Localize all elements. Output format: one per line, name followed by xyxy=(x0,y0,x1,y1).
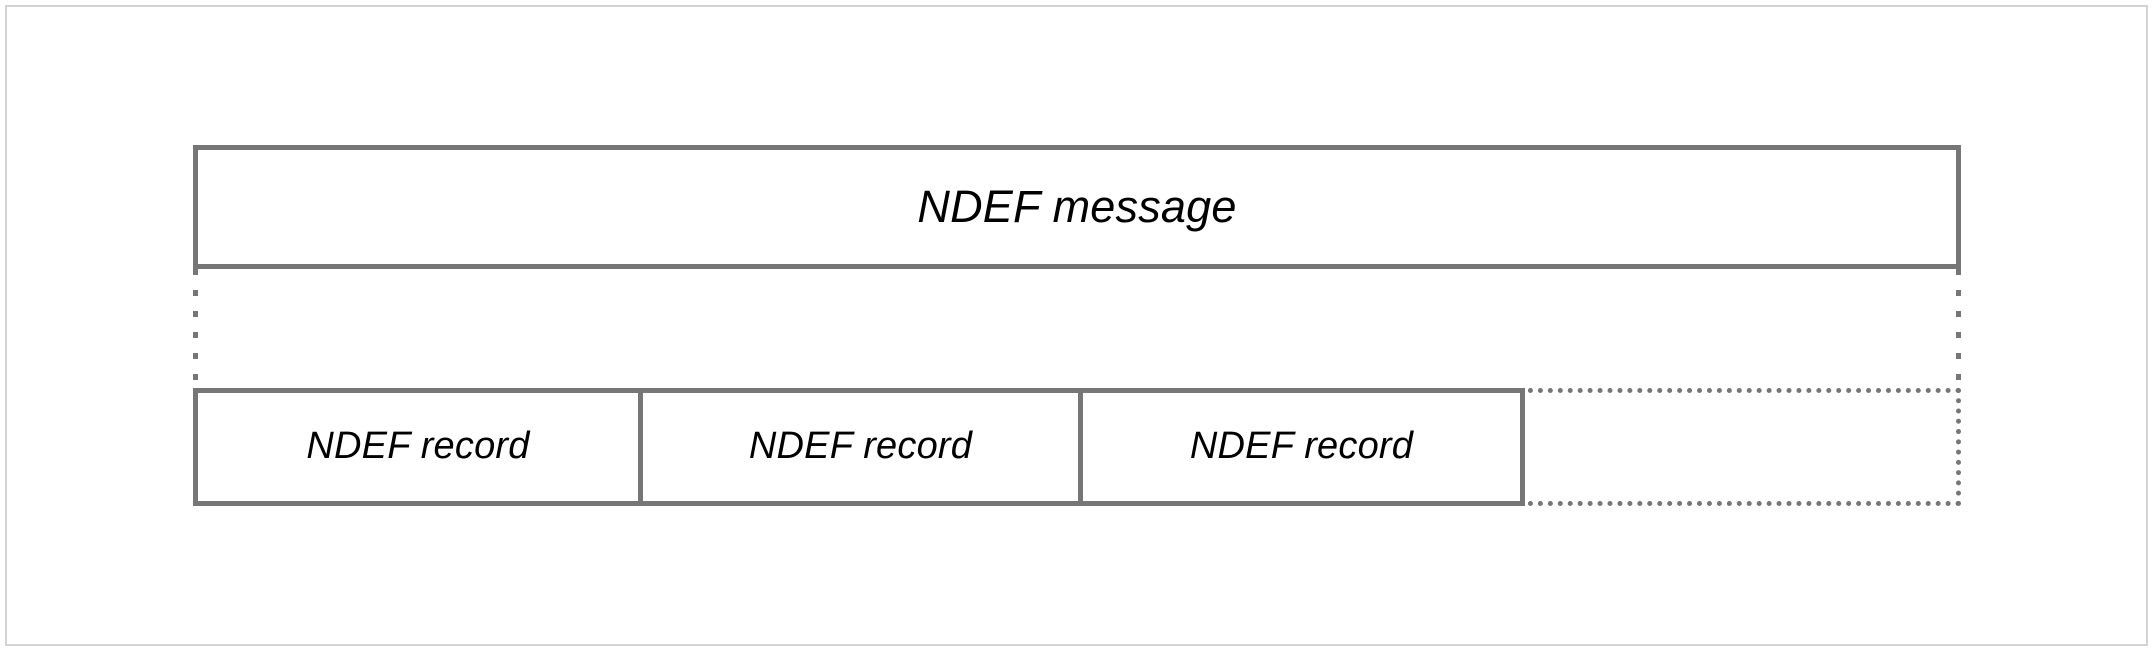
ndef-record-label-2: NDEF record xyxy=(748,425,973,467)
ndef-record-label-1: NDEF record xyxy=(306,425,530,467)
dotted-connector-right xyxy=(1956,269,1961,388)
page-frame xyxy=(5,5,2148,646)
ndef-message-label: NDEF message xyxy=(917,180,1237,232)
ndef-message-box: NDEF message xyxy=(193,145,1961,269)
ndef-record-box-2: NDEF record xyxy=(638,388,1083,506)
dotted-connector-left xyxy=(193,269,198,388)
ndef-record-box-3: NDEF record xyxy=(1078,388,1525,506)
ndef-record-continuation-box xyxy=(1518,388,1961,506)
ndef-record-row: NDEF record NDEF record NDEF record xyxy=(193,388,1525,506)
ndef-record-box-1: NDEF record xyxy=(193,388,643,506)
ndef-record-label-3: NDEF record xyxy=(1189,425,1414,467)
